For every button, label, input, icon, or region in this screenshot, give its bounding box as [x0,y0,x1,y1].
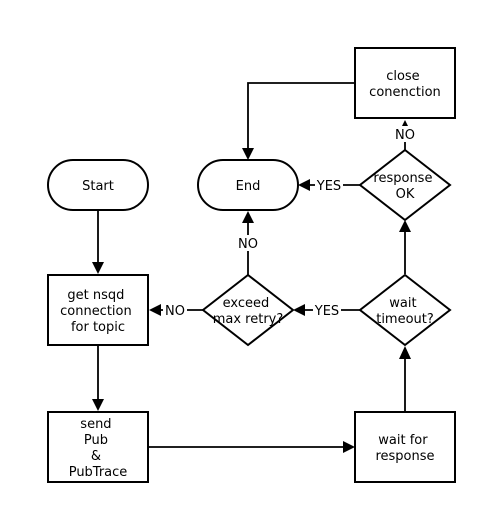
node-wait-response: wait for response [354,411,456,483]
arrowhead-respok-to-end [298,179,310,191]
send-line-3: & [91,449,101,464]
exceed-line-1: exceed [223,296,270,311]
arrowhead-exceed-to-end [242,211,254,223]
arrowhead-wait-to-timeout [399,346,411,359]
send-line-2: Pub [84,433,108,448]
wait-response-box [354,411,456,483]
connectors [92,82,411,453]
edge-label-respok-no: NO [395,128,415,143]
arrowhead-start-to-get [92,262,104,274]
edge-label-timeout-yes: YES [314,304,339,319]
response-ok-label: response OK [373,171,436,202]
timeout-line-2: timeout? [376,312,434,327]
node-timeout-decision: wait timeout? [358,273,452,347]
wait-response-label: wait for response [375,433,434,464]
exceed-label: exceed max retry? [213,296,284,327]
node-send: send Pub & PubTrace [47,411,149,483]
send-box [47,411,149,483]
exceed-diamond-shape [201,273,295,347]
send-line-1: send [80,417,111,432]
end-terminator-shape [197,159,299,211]
timeout-label: wait timeout? [376,296,434,327]
edge-label-exceed-no-up: NO [238,237,258,252]
timeout-line-1: wait [389,296,416,311]
wait-response-line-1: wait for [378,433,428,448]
node-response-ok-decision: response OK [358,148,452,222]
wait-response-line-2: response [375,449,434,464]
response-ok-line-2: OK [396,187,415,202]
exceed-line-2: max retry? [213,312,284,327]
close-connection-box [354,47,456,119]
response-ok-diamond-shape [358,148,452,222]
get-connection-label: get nsqd connection for topic [60,288,136,335]
node-start: Start [47,159,149,211]
node-get-connection: get nsqd connection for topic [47,274,149,346]
edge-close-to-end [247,82,355,151]
get-connection-line-3: for topic [71,320,125,335]
end-label: End [236,179,261,194]
arrowhead-close-to-end [242,148,254,160]
edge-label-exceed-no-left: NO [165,304,185,319]
start-label: Start [82,179,114,194]
node-end: End [197,159,299,211]
response-ok-line-1: response [373,171,432,186]
node-close-connection: close conenction [354,47,456,119]
timeout-diamond-shape [358,273,452,347]
close-connection-line-1: close [386,69,419,84]
get-connection-line-2: connection [60,304,132,319]
send-label: send Pub & PubTrace [69,417,128,480]
close-connection-label: close conenction [369,69,441,100]
arrowhead-send-to-wait [343,441,355,453]
send-line-4: PubTrace [69,465,128,480]
arrowhead-exceed-to-get [149,304,161,316]
get-connection-line-1: get nsqd [67,288,124,303]
nodes: Start End get nsqd connection for topic … [47,47,456,483]
arrowhead-timeout-to-exceed [293,304,305,316]
node-exceed-decision: exceed max retry? [201,273,295,347]
edge-labels: YES NO NO YES NO [163,126,417,319]
start-terminator-shape [47,159,149,211]
arrowhead-timeout-to-respok [399,220,411,232]
get-connection-box [47,274,149,346]
arrowhead-get-to-send [92,399,104,411]
edge-label-respok-yes: YES [316,179,341,194]
close-connection-line-2: conenction [369,85,441,100]
